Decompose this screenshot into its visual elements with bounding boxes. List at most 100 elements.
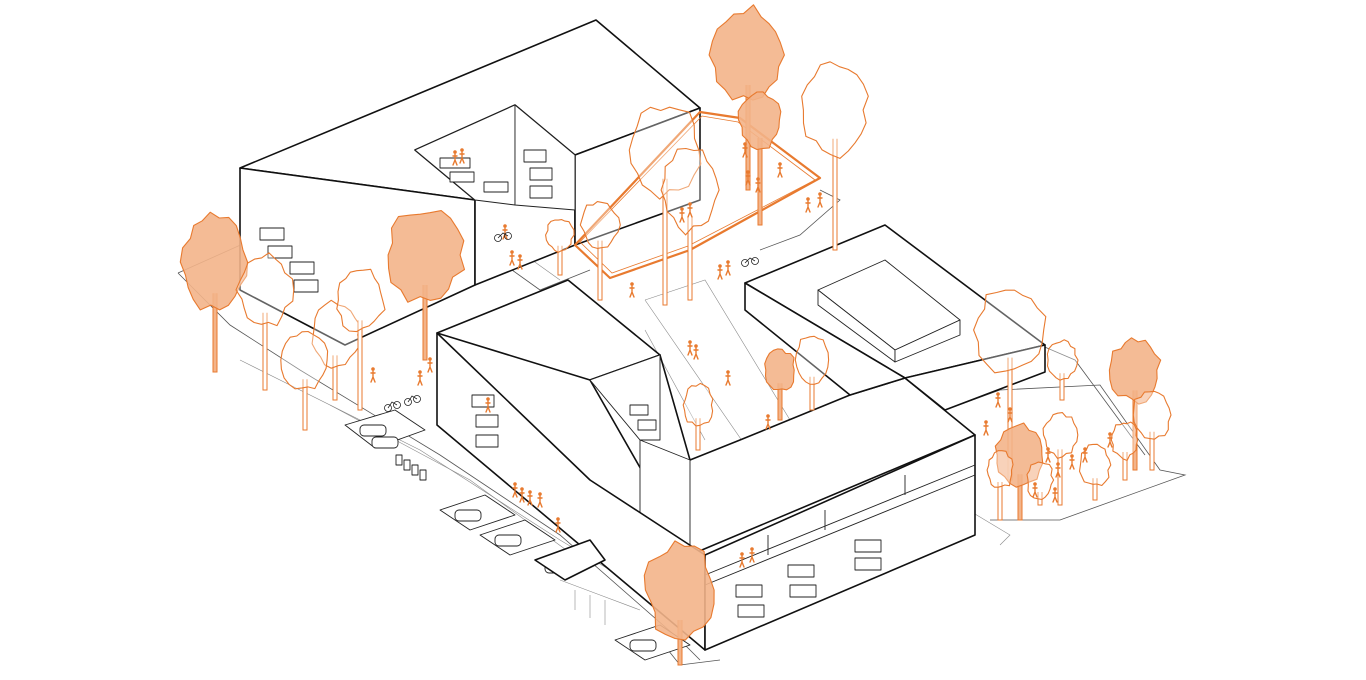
tree-trunk <box>1149 431 1155 471</box>
tree-canopy <box>179 211 249 311</box>
tree-canopy <box>794 335 830 385</box>
tree <box>764 348 795 421</box>
person <box>502 224 508 240</box>
person <box>427 357 433 373</box>
tree <box>235 252 295 391</box>
tree-canopy <box>1026 461 1055 501</box>
tree-canopy <box>1046 339 1079 381</box>
tree-canopy <box>1110 421 1139 462</box>
tree <box>794 335 830 411</box>
balconies-north <box>259 149 553 293</box>
tree-canopy <box>336 268 386 333</box>
tree <box>1108 337 1162 471</box>
person <box>1107 432 1113 448</box>
person <box>687 202 693 218</box>
tree-canopy <box>986 450 1014 488</box>
tree-canopy <box>682 382 714 427</box>
tree-canopy <box>660 147 720 236</box>
tree-canopy <box>708 4 785 101</box>
person <box>1055 462 1061 478</box>
tree-trunk <box>422 285 428 361</box>
person <box>717 264 723 280</box>
bollards <box>395 454 427 481</box>
person <box>417 370 423 386</box>
tree-canopy <box>1108 337 1162 405</box>
person <box>370 367 376 383</box>
person <box>755 177 761 193</box>
person <box>1069 454 1075 470</box>
person <box>742 142 748 158</box>
roof-garden <box>573 110 822 280</box>
person <box>745 170 751 186</box>
tree-canopy <box>764 348 795 391</box>
tree <box>1026 461 1055 506</box>
tree <box>545 219 575 276</box>
person <box>687 340 693 356</box>
tree <box>280 330 329 431</box>
tree-canopy <box>801 61 869 159</box>
tree <box>737 91 782 226</box>
tree-canopy <box>643 540 715 641</box>
tree-canopy <box>387 210 466 303</box>
tree <box>801 61 869 251</box>
tree-trunk <box>832 138 838 251</box>
tree <box>994 422 1044 521</box>
tree-canopy <box>280 330 329 390</box>
tree <box>579 201 621 301</box>
tree-canopy <box>628 106 702 200</box>
tree-trunk <box>687 216 693 301</box>
person <box>527 490 533 506</box>
person <box>725 260 731 276</box>
tree-trunk <box>597 240 603 301</box>
tree-canopy <box>1132 390 1172 440</box>
tree <box>986 450 1014 521</box>
tree-canopy <box>994 422 1044 488</box>
tree-canopy <box>235 252 295 327</box>
person <box>555 517 561 533</box>
tree <box>387 210 466 361</box>
people <box>370 142 1113 568</box>
building-east-sports-hall <box>744 224 1046 411</box>
tree <box>1046 339 1079 401</box>
tree <box>708 4 785 191</box>
tree <box>682 382 714 451</box>
tree-trunk <box>662 178 668 306</box>
bicycle <box>384 232 759 412</box>
building-courtyard-block <box>436 279 976 651</box>
person <box>537 492 543 508</box>
tree-trunk <box>357 320 363 411</box>
tree-trunk <box>777 383 783 421</box>
person <box>509 250 515 266</box>
person <box>1082 447 1088 463</box>
person <box>995 392 1001 408</box>
person <box>765 414 771 430</box>
tree-trunk <box>809 376 815 411</box>
tree-trunk <box>557 245 563 276</box>
person <box>1007 407 1013 423</box>
tree <box>628 106 702 306</box>
tree-canopy <box>973 289 1047 374</box>
person <box>517 254 523 270</box>
tree-trunk <box>302 379 308 431</box>
tree <box>1110 421 1139 481</box>
tree <box>336 268 386 411</box>
person <box>452 150 458 166</box>
tree-trunk <box>212 293 218 373</box>
person <box>983 420 989 436</box>
tree <box>643 540 715 666</box>
person <box>512 482 518 498</box>
person <box>1052 487 1058 503</box>
tree <box>660 147 720 301</box>
person <box>459 148 465 164</box>
person <box>1045 447 1051 463</box>
person <box>693 344 699 360</box>
person <box>485 397 491 413</box>
tree-canopy <box>1042 412 1079 459</box>
tree-canopy <box>1078 443 1112 487</box>
tree-canopy <box>545 219 575 254</box>
tree-trunk <box>997 482 1003 521</box>
person <box>629 282 635 298</box>
person <box>725 370 731 386</box>
